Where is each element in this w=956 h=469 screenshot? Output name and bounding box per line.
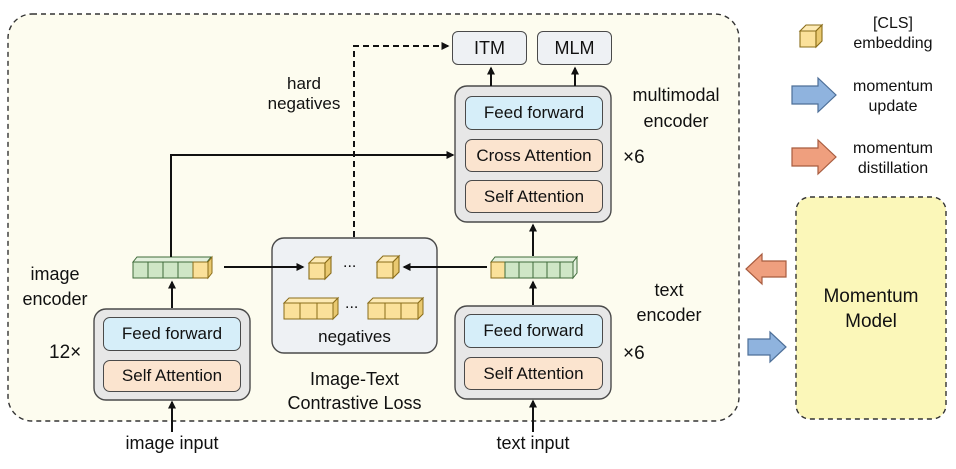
momentum-model-box (795, 196, 947, 420)
image-input-label: image input (125, 433, 219, 453)
multimodal-cross-attention-block: Cross Attention (465, 139, 603, 172)
text-feed-forward-block: Feed forward (464, 314, 603, 348)
legend-momentum-distillation-arrow (791, 138, 837, 176)
momentum-distillation-arrow (745, 252, 787, 286)
multimodal-feed-forward-block: Feed forward (465, 96, 603, 130)
momentum-update-arrow (747, 330, 787, 364)
image-cls-cube (308, 256, 332, 280)
cross-attention-label: Cross Attention (476, 145, 592, 165)
image-feed-forward-block: Feed forward (103, 317, 241, 351)
itm-box: ITM (452, 31, 527, 65)
multimodal-feed-forward-label: Feed forward (483, 103, 585, 122)
text-cls-cube (376, 255, 400, 279)
text-self-attention-label: Self Attention (483, 363, 584, 383)
multimodal-self-attention-label: Self Attention (483, 186, 585, 206)
multimodal-times6-label: ×6 (623, 147, 645, 168)
mlm-box: MLM (537, 31, 612, 65)
connectors (168, 42, 579, 432)
itc-ellipsis-bottom: ... (345, 295, 359, 312)
image-times12-label: 12× (49, 342, 82, 363)
itm-label: ITM (474, 37, 505, 58)
itc-ellipsis-top: ... (343, 254, 357, 271)
text-negatives-cubes (366, 296, 425, 321)
image-self-attention-label: Self Attention (121, 366, 223, 385)
image-feature-tokens (131, 255, 213, 280)
text-input-label: text input (496, 433, 570, 453)
legend-momentum-update-arrow (791, 76, 837, 114)
legend-cls-cube (799, 24, 823, 48)
text-feature-tokens (489, 255, 579, 280)
image-tokens-to-multimodal-arrow (170, 151, 455, 257)
image-negatives-cubes (282, 296, 340, 321)
image-feed-forward-label: Feed forward (121, 324, 223, 343)
image-self-attention-block: Self Attention (103, 360, 241, 392)
mlm-label: MLM (554, 37, 595, 58)
multimodal-self-attention-block: Self Attention (465, 180, 603, 213)
hard-negatives-dashed-arrow (353, 42, 450, 237)
negatives-label: negatives (318, 327, 391, 346)
text-feed-forward-label: Feed forward (483, 321, 584, 340)
legend-cls-label: [CLS]embedding (853, 15, 933, 52)
text-times6-label: ×6 (623, 343, 645, 364)
text-self-attention-block: Self Attention (464, 357, 603, 390)
